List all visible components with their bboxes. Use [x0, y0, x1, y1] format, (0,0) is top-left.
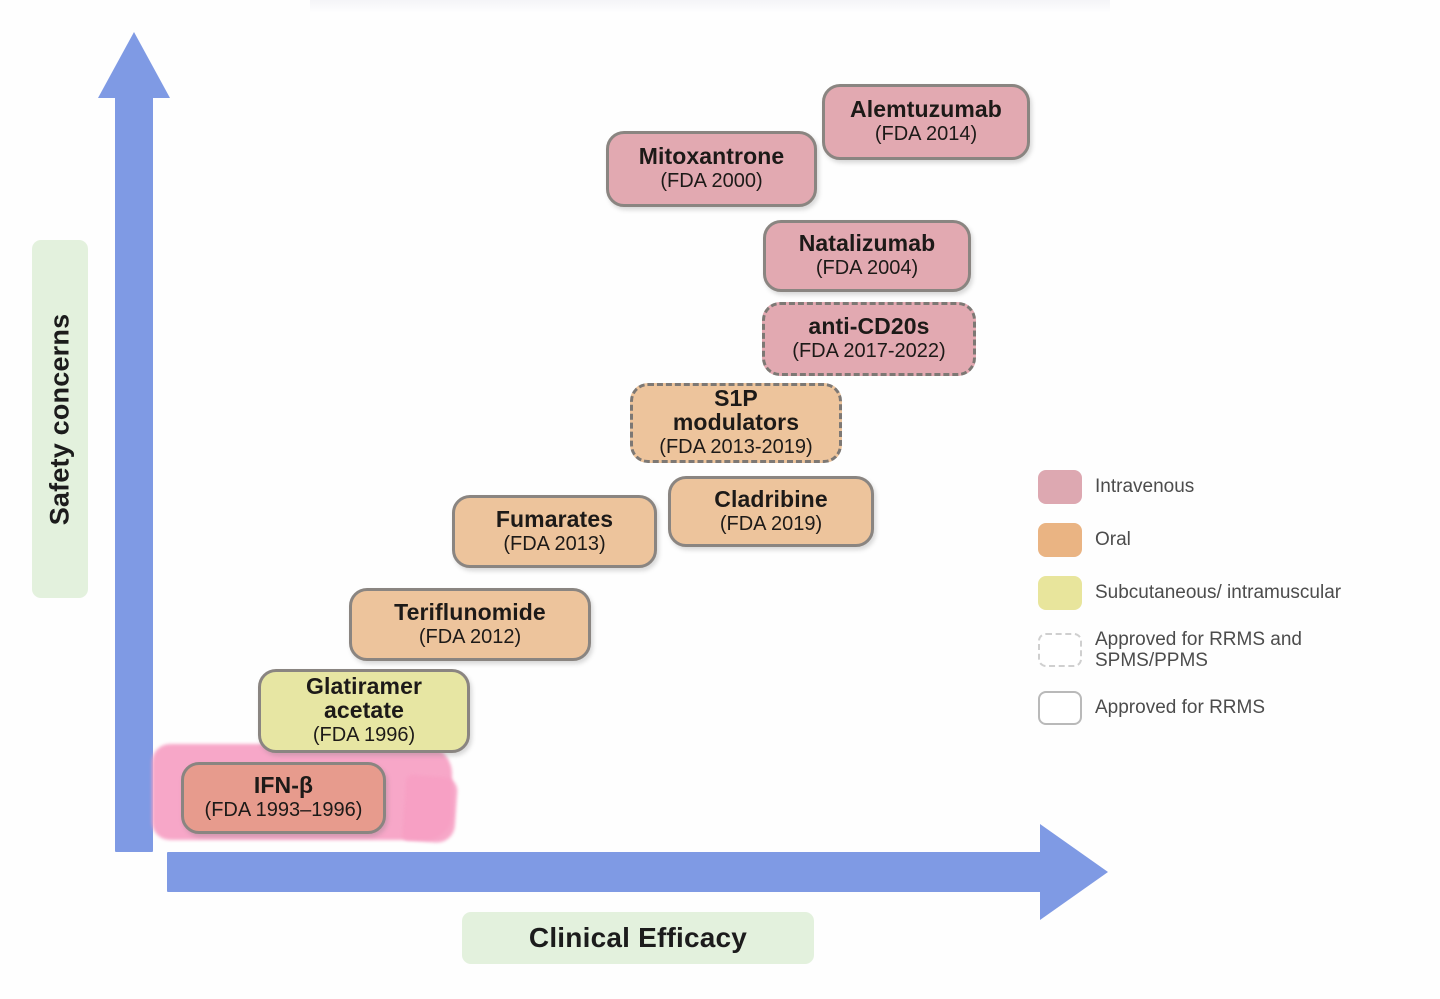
legend-label: Intravenous [1095, 476, 1195, 498]
legend-swatch-subcutaneous [1038, 576, 1082, 610]
y-axis-label: Safety concerns [32, 240, 88, 598]
drug-approval-year: (FDA 2013-2019) [659, 436, 813, 459]
legend-label: Subcutaneous/ intramuscular [1095, 582, 1342, 604]
drug-box-alemtuzumab[interactable]: Alemtuzumab (FDA 2014) [822, 84, 1030, 160]
drug-box-mitoxantrone[interactable]: Mitoxantrone (FDA 2000) [606, 131, 817, 207]
x-axis-label: Clinical Efficacy [462, 912, 814, 964]
drug-box-natalizumab[interactable]: Natalizumab (FDA 2004) [763, 220, 971, 292]
drug-approval-year: (FDA 2017-2022) [792, 340, 946, 363]
legend-label: Oral [1095, 529, 1131, 551]
drug-box-cladribine[interactable]: Cladribine (FDA 2019) [668, 476, 874, 547]
drug-approval-year: (FDA 2012) [418, 625, 522, 648]
drug-box-teriflunomide[interactable]: Teriflunomide (FDA 2012) [349, 588, 591, 661]
drug-box-anti-cd20s[interactable]: anti-CD20s (FDA 2017-2022) [762, 302, 976, 376]
drug-name-line1: Glatiramer [305, 673, 423, 700]
pink-highlighter-mark-tail [401, 774, 459, 844]
legend-swatch-solid-outline [1038, 690, 1082, 725]
drug-name: Mitoxantrone [638, 143, 785, 170]
legend-swatch-dashed-outline [1038, 633, 1082, 668]
right-arrow-icon [1040, 824, 1108, 920]
drug-approval-year: (FDA 2014) [874, 123, 978, 146]
legend-item-rrms: Approved for RRMS [1038, 690, 1410, 725]
legend-label: Approved for RRMS and SPMS/PPMS [1095, 629, 1302, 672]
drug-name: Alemtuzumab [850, 96, 1002, 123]
drug-name: Fumarates [495, 505, 614, 532]
safety-axis-arrow-shaft [115, 96, 153, 852]
slide-top-edge-artifact [310, 0, 1110, 12]
drug-approval-year: (FDA 2000) [660, 170, 763, 193]
drug-approval-year: (FDA 2013) [503, 532, 606, 555]
drug-approval-year: (FDA 1996) [312, 724, 416, 747]
drug-name: Cladribine [714, 485, 828, 512]
drug-name-line2: acetate [324, 697, 404, 724]
drug-name: anti-CD20s [808, 313, 930, 340]
y-axis-label-text: Safety concerns [44, 313, 75, 525]
drug-box-fumarates[interactable]: Fumarates (FDA 2013) [452, 495, 657, 568]
drug-approval-year: (FDA 1993–1996) [204, 799, 363, 822]
legend-item-rrms-spms-ppms: Approved for RRMS and SPMS/PPMS [1038, 629, 1410, 672]
drug-name-line1: S1P [714, 385, 758, 412]
drug-approval-year: (FDA 2019) [719, 512, 823, 535]
legend-label: Approved for RRMS [1095, 696, 1266, 718]
drug-approval-year: (FDA 2004) [815, 257, 919, 280]
drug-box-ifn-beta[interactable]: IFN-β (FDA 1993–1996) [181, 762, 386, 834]
legend-swatch-intravenous [1038, 470, 1082, 504]
drug-name: Natalizumab [798, 230, 936, 257]
efficacy-axis-arrow-shaft [167, 852, 1043, 892]
drug-box-glatiramer-acetate[interactable]: Glatiramer acetate (FDA 1996) [258, 669, 470, 753]
drug-box-s1p-modulators[interactable]: S1P modulators (FDA 2013-2019) [630, 383, 842, 463]
drug-name: Glatiramer acetate [305, 673, 423, 724]
drug-name: IFN-β [253, 772, 314, 799]
legend-item-intravenous: Intravenous [1038, 470, 1410, 504]
legend-item-subcutaneous: Subcutaneous/ intramuscular [1038, 576, 1410, 610]
drug-name: S1P modulators [672, 385, 800, 436]
legend-item-oral: Oral [1038, 523, 1410, 557]
drug-name-line2: modulators [672, 409, 800, 436]
legend: Intravenous Oral Subcutaneous/ intramusc… [1038, 470, 1410, 744]
up-arrow-icon [98, 32, 170, 98]
drug-name: Teriflunomide [394, 598, 546, 625]
legend-swatch-oral [1038, 523, 1082, 557]
